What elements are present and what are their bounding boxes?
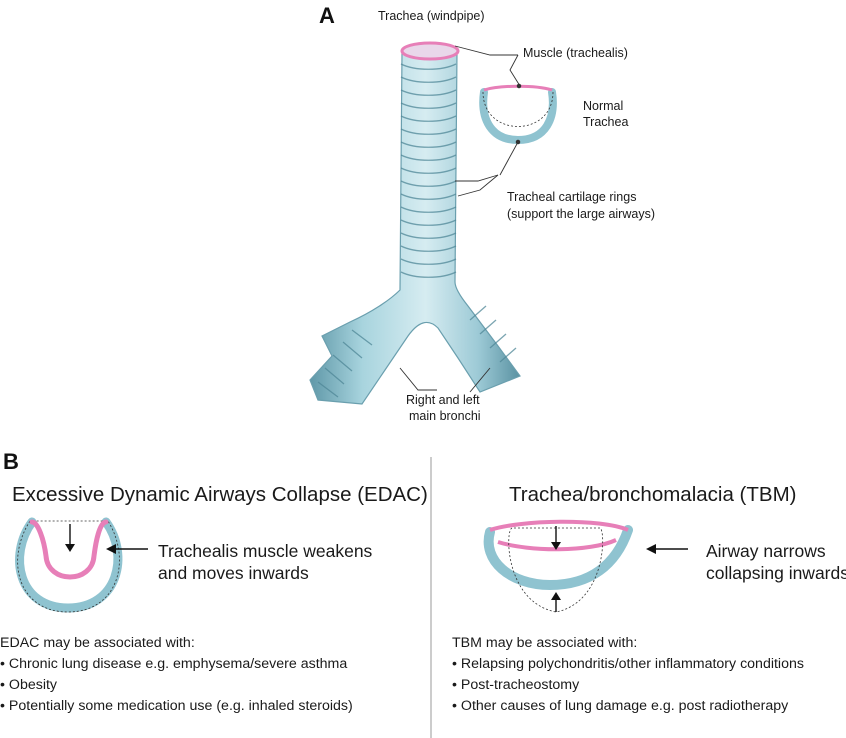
cartilage-ring-band: [400, 76, 457, 83]
cartilage-rings-label-line2: (support the large airways): [507, 207, 655, 221]
tbm-muscle: [497, 538, 617, 552]
tbm-assoc-title: TBM may be associated with:: [452, 635, 638, 651]
bronchus-ring-band: [332, 354, 353, 372]
edac-heading: Excessive Dynamic Airways Collapse (EDAC…: [12, 483, 428, 506]
bronchus-ring-band: [489, 333, 507, 349]
bronchus-ring-band: [317, 381, 339, 398]
edac-muscle: [29, 519, 109, 580]
normal-outline: [482, 91, 554, 127]
bronchus-ring-band: [499, 347, 517, 363]
cartilage-ring-band: [400, 89, 457, 96]
panel-a-title: Trachea (windpipe): [378, 9, 485, 23]
bronchi-label-line2: main bronchi: [409, 409, 481, 423]
cartilage-ring-band: [400, 141, 457, 148]
cartilage-ring-band: [400, 128, 457, 135]
bronchus-ring-band: [342, 341, 363, 359]
cartilage-ring-band: [400, 167, 457, 174]
bronchus-ring-band: [351, 329, 373, 346]
normal-trachea-label-line1: Normal: [583, 99, 624, 113]
cartilage-rings: [317, 63, 517, 398]
tbm-muscle-top: [489, 519, 629, 532]
cartilage-ring-band: [400, 115, 457, 122]
panel-a-letter: A: [319, 3, 335, 28]
normal-trachea-label-line2: Trachea: [583, 115, 629, 129]
cartilage-ring-band: [400, 219, 457, 226]
bronchus-ring-band: [324, 367, 345, 385]
trachea-opening: [400, 41, 460, 61]
tbm-outline: [508, 527, 604, 613]
edac-item: Chronic lung disease e.g. emphysema/seve…: [0, 654, 347, 675]
normal-cartilage-ring: [479, 88, 557, 145]
cartilage-ring-band: [400, 245, 457, 252]
cartilage-ring-band: [400, 63, 457, 70]
edac-cartilage-ring: [15, 517, 123, 613]
cartilage-ring-band: [400, 206, 457, 213]
cartilage-ring-band: [400, 232, 457, 239]
bronchus-ring-band: [479, 319, 497, 335]
cartilage-ring-band: [400, 258, 457, 265]
tbm-item: Other causes of lung damage e.g. post ra…: [452, 696, 788, 717]
edac-item: Obesity: [0, 675, 57, 696]
tbm-heading: Trachea/bronchomalacia (TBM): [509, 483, 797, 506]
edac-assoc-title: EDAC may be associated with:: [0, 635, 195, 651]
bronchus-ring-band: [469, 305, 487, 321]
normal-trachea-cross-section: [479, 84, 557, 145]
cartilage-rings-label-line1: Tracheal cartilage rings: [507, 190, 637, 204]
cartilage-ring-band: [400, 193, 457, 200]
bronchi-label-line1: Right and left: [406, 393, 480, 407]
tbm-cross-section: [483, 519, 688, 613]
tbm-arrow-label-line2: collapsing inwards: [706, 563, 846, 583]
tbm-cartilage-ring: [483, 525, 633, 591]
edac-arrow-label-line2: and moves inwards: [158, 563, 309, 583]
cartilage-ring-band: [400, 102, 457, 109]
trachea-illustration: [309, 41, 521, 405]
edac-cross-section: [15, 517, 148, 613]
leader-lines-a: [399, 45, 522, 393]
cartilage-ring-band: [400, 154, 457, 161]
edac-arrow-label-line1: Trachealis muscle weakens: [158, 541, 373, 561]
muscle-label: Muscle (trachealis): [523, 46, 628, 60]
tbm-item: Post-tracheostomy: [452, 675, 579, 696]
trachea-tube: [309, 51, 521, 405]
tbm-item: Relapsing polychondritis/other inflammat…: [452, 654, 804, 675]
edac-outline: [17, 520, 120, 613]
tbm-arrow-label-line1: Airway narrows: [706, 541, 826, 561]
panel-b-letter: B: [3, 449, 19, 474]
edac-item: Potentially some medication use (e.g. in…: [0, 696, 353, 717]
cartilage-ring-band: [400, 271, 457, 278]
cartilage-ring-band: [400, 180, 457, 187]
